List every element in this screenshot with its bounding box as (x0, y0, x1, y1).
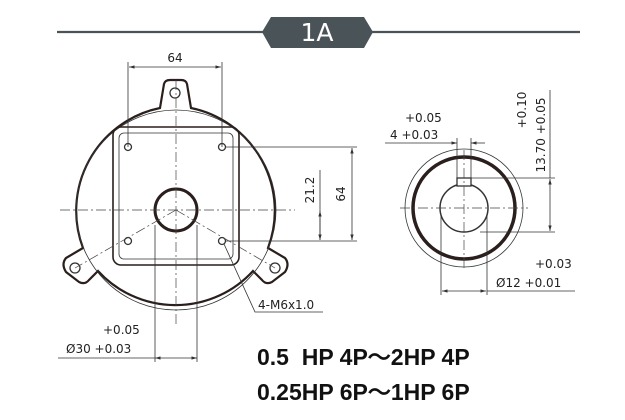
shaft-dim-label: Ø12 +0.01 (496, 276, 561, 290)
bore-dim-label: Ø30 +0.03 (66, 342, 131, 356)
spec-line-1: 0.5 HP 4P～2HP 4P (257, 344, 470, 370)
key-tol-upper: +0.05 (405, 111, 442, 125)
bore-tol-upper: +0.05 (103, 323, 140, 337)
mount-holes (123, 142, 227, 246)
tab-holes (69, 87, 281, 274)
header-badge (262, 17, 373, 48)
dim-right-inner-label: 21.2 (303, 177, 317, 204)
thread-callout: 4-M6x1.0 (258, 298, 314, 312)
spec-line-2: 0.25HP 6P～1HP 6P (257, 379, 470, 405)
shaft-tol-upper: +0.03 (535, 257, 572, 271)
badge-label: 1A (300, 18, 333, 47)
flange-view: 64 64 21.2 4-M6x1.0 +0.05 Ø30 +0.03 (58, 51, 357, 362)
mount-square-inner (118, 132, 234, 260)
dim-top-label: 64 (167, 51, 182, 65)
height-dim-label: 13.70 +0.05 (534, 98, 548, 173)
dim-right-outer-label: 64 (334, 186, 348, 201)
shaft-view: +0.05 4 +0.03 +0.10 13.70 +0.05 +0.03 Ø1… (385, 90, 575, 295)
header: 1A (57, 17, 580, 48)
thread-leader (223, 243, 323, 313)
key-dim-label: 4 +0.03 (390, 128, 438, 142)
height-tol-upper: +0.10 (515, 92, 529, 129)
flange-outline (62, 78, 289, 307)
